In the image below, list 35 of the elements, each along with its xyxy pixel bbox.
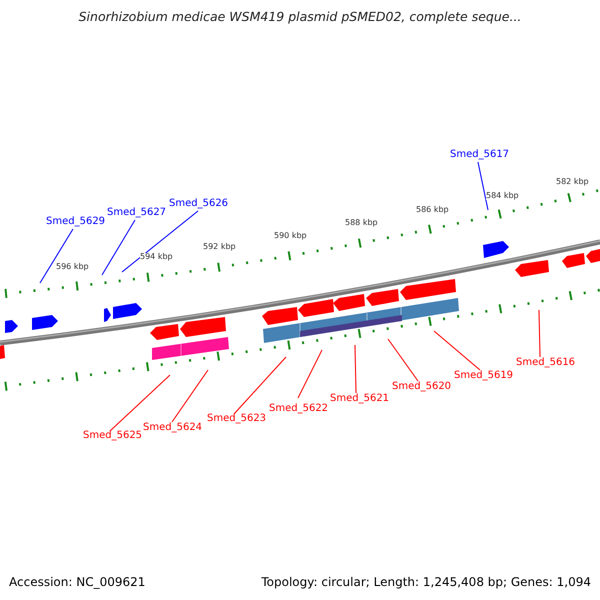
scale-label: 594 kbp — [140, 253, 173, 261]
gene-label: Smed_5629 — [46, 217, 106, 227]
leader-line — [354, 344, 356, 394]
leader-line — [172, 370, 208, 422]
leader-line — [478, 162, 488, 210]
gene-label: Smed_5627 — [107, 208, 166, 218]
leader-line — [234, 356, 286, 414]
scale-label: 588 kbp — [345, 219, 378, 227]
accession-text: Accession: NC_009621 — [9, 576, 146, 588]
gene-label: Smed_5619 — [454, 371, 514, 381]
leader-line — [434, 330, 480, 370]
gene-label: Smed_5620 — [392, 382, 452, 392]
leader-line — [110, 374, 170, 432]
gene-label: Smed_5616 — [516, 358, 576, 368]
scale-label: 596 kbp — [56, 263, 89, 271]
leader-line — [388, 338, 418, 382]
leader-line — [538, 310, 540, 358]
genome-summary-text: Topology: circular; Length: 1,245,408 bp; Genes: 1,094 — [261, 576, 591, 588]
scale-label: 586 kbp — [416, 206, 449, 214]
leader-line — [102, 220, 136, 276]
gene-label: Smed_5623 — [207, 414, 266, 424]
map-title: Sinorhizobium medicae WSM419 plasmid pSMED02, complete seque... — [78, 11, 522, 24]
scale-label: 584 kbp — [486, 192, 519, 200]
leader-line — [122, 210, 198, 272]
gene-label: Smed_5622 — [269, 404, 328, 414]
scale-label: 582 kbp — [556, 178, 589, 186]
leader-line — [40, 228, 74, 284]
gene-label: Smed_5625 — [83, 431, 142, 441]
gene-label: Smed_5624 — [143, 423, 202, 433]
scale-label: 592 kbp — [203, 243, 236, 251]
scale-label: 590 kbp — [274, 232, 307, 240]
gene-label: Smed_5617 — [450, 150, 510, 160]
gene-label: Smed_5626 — [169, 199, 228, 209]
gene-label: Smed_5621 — [330, 394, 390, 404]
leader-line — [298, 350, 322, 398]
